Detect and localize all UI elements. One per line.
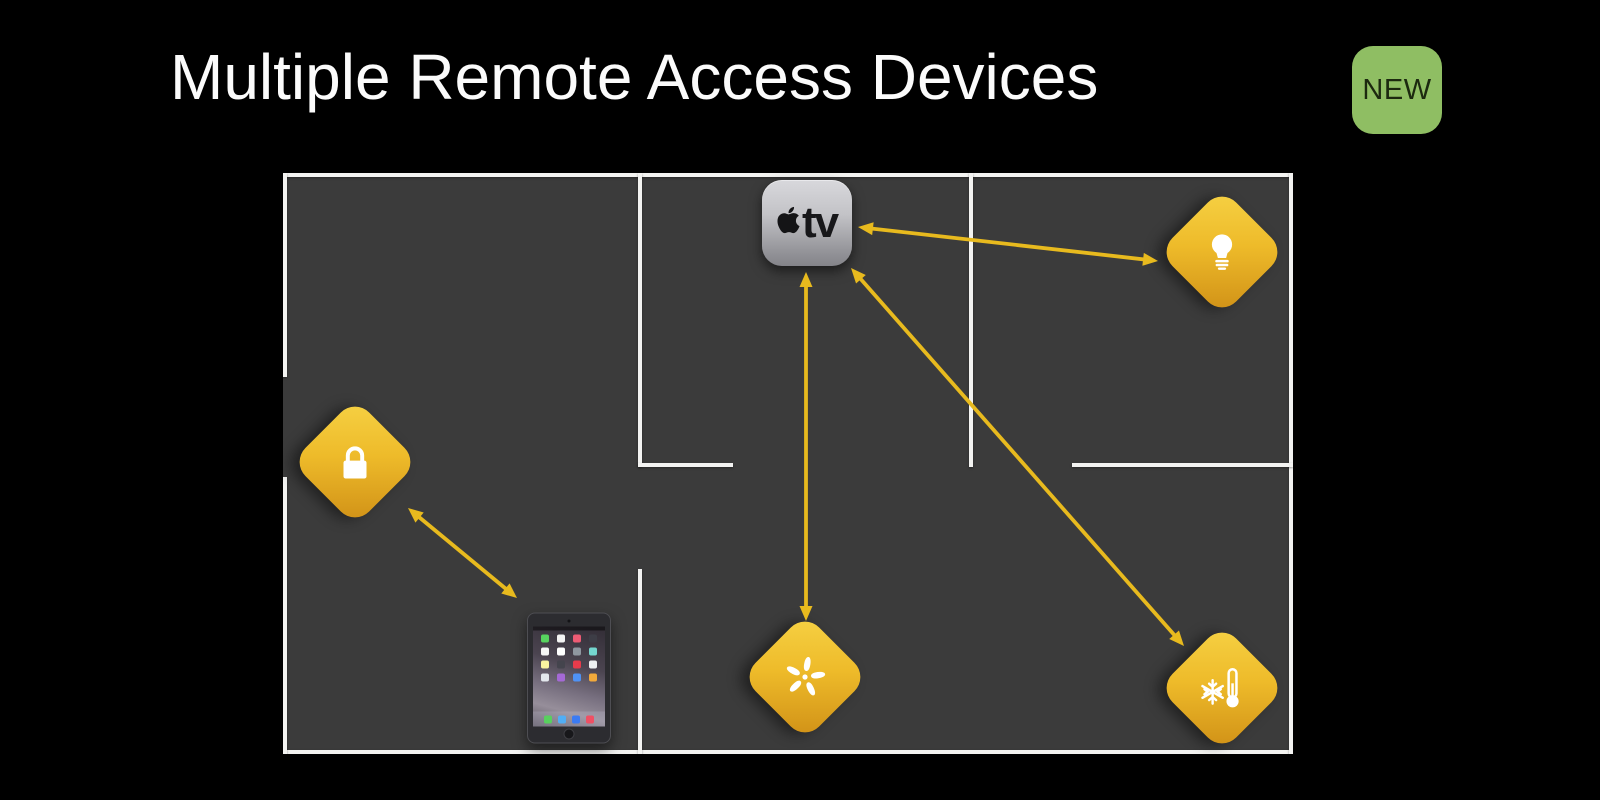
fan-icon — [786, 656, 826, 696]
ipad-app-icon — [589, 647, 597, 656]
ipad-app-icon — [557, 647, 565, 656]
wall-center-hall-lower — [638, 569, 642, 754]
ipad-camera-dot — [567, 619, 571, 623]
snowflake-thermometer-icon — [1201, 668, 1239, 708]
ipad-app-icon — [541, 634, 549, 643]
new-badge-label: NEW — [1362, 73, 1432, 106]
ipad-app-icon — [589, 673, 597, 682]
ipad-device — [527, 612, 611, 744]
wall-right-room-horizontal — [1072, 463, 1293, 467]
ipad-app-grid — [533, 631, 605, 682]
accessory-diamond — [1158, 624, 1286, 752]
apple-tv-label: tv — [801, 198, 839, 247]
ipad-screen — [533, 626, 605, 727]
lightbulb-icon — [1211, 234, 1233, 270]
thermostat-accessory-node — [1158, 624, 1286, 752]
wall-right-room-vertical — [969, 173, 973, 467]
fan-accessory-node — [741, 613, 869, 741]
ipad-app-icon — [573, 634, 581, 643]
ipad-app-icon — [573, 660, 581, 669]
wall-outer-bottom — [283, 750, 1293, 754]
ipad-dock — [533, 711, 605, 727]
ipad-app-icon — [541, 660, 549, 669]
wall-center-hall-stub — [638, 463, 733, 467]
ipad-app-icon — [589, 634, 597, 643]
ipad-app-icon — [557, 673, 565, 682]
accessory-diamond — [741, 613, 869, 741]
ipad-app-icon — [557, 634, 565, 643]
ipad-dock-icon — [544, 715, 552, 723]
ipad-app-icon — [573, 673, 581, 682]
ipad-app-icon — [541, 647, 549, 656]
wall-outer-left-upper — [283, 173, 287, 377]
wall-center-hall-upper — [638, 173, 642, 467]
ipad-app-icon — [589, 660, 597, 669]
ipad-dock-icon — [558, 715, 566, 723]
apple-logo-icon — [777, 206, 800, 234]
ipad-app-icon — [573, 647, 581, 656]
ipad-app-icon — [541, 673, 549, 682]
accessory-diamond — [291, 398, 419, 526]
wall-outer-top — [283, 173, 1293, 177]
slide-title: Multiple Remote Access Devices — [170, 41, 1099, 113]
lightbulb-accessory-node — [1158, 188, 1286, 316]
apple-tv-node: tv — [762, 180, 852, 266]
ipad-dock-icon — [586, 715, 594, 723]
ipad-home-button — [563, 728, 575, 740]
wall-outer-left-lower — [283, 477, 287, 754]
accessory-diamond — [1158, 188, 1286, 316]
ipad-dock-icon — [572, 715, 580, 723]
new-badge: NEW — [1352, 46, 1442, 134]
ipad-app-icon — [557, 660, 565, 669]
lock-accessory-node — [291, 398, 419, 526]
lock-icon — [343, 446, 367, 479]
ipad-status-bar — [533, 626, 605, 631]
